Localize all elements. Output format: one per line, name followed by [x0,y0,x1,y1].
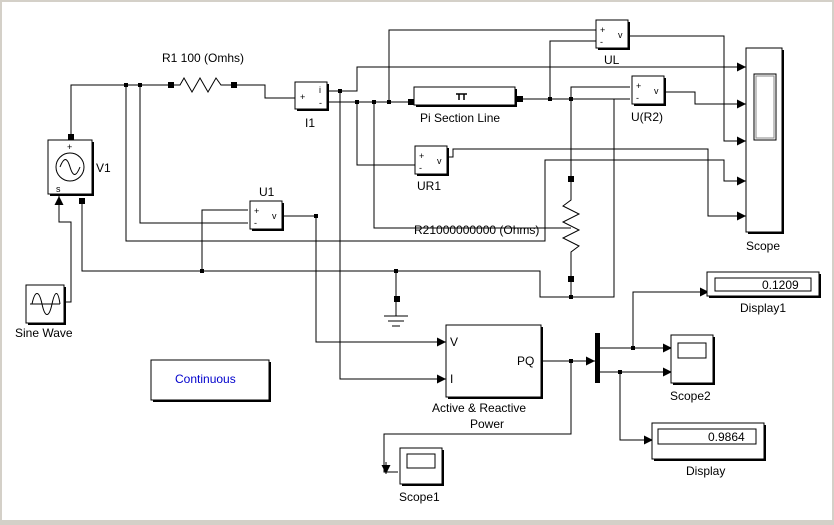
ur1-v-pin: v [437,156,442,166]
v1-s-pin: s [56,184,61,194]
r2-label: R21000000000 (Ohms) [414,223,539,237]
ul-label: UL [604,53,620,67]
scope-label: Scope [746,239,780,253]
wires [58,29,740,473]
u1-v-pin: v [272,211,277,221]
wire-node-r2top [373,102,571,229]
wire-i1-scope1 [340,66,740,92]
v1-ac-source[interactable]: + s V1 [47,139,111,196]
ur2-minus-pin: - [636,93,639,103]
ul-minus-pin: - [600,37,603,47]
wire-r1-i1 [232,84,295,99]
wire-i1-i-pq [328,90,440,380]
ul-plus-pin: + [600,25,605,35]
pq-v-port: V [450,335,458,349]
ur2-plus-pin: + [636,81,641,91]
u1-label: U1 [259,185,275,199]
r1-label: R1 100 (Omhs) [162,51,244,65]
wire-mux-display1 [632,291,706,348]
v1-label: V1 [96,161,111,175]
wire-ur1-scope [448,148,740,217]
ur1-plus-pin: + [419,151,424,161]
wire-node-ur1-minus [356,102,415,166]
display-block[interactable]: 0.9864 Display [651,422,766,478]
display-value: 0.9864 [708,430,745,444]
r1-resistor[interactable]: R1 100 (Omhs) [162,51,244,94]
scope2-block[interactable]: Scope2 [670,334,715,403]
arrowheads [54,62,746,474]
scope-main[interactable]: Scope [745,47,784,253]
wire-u1-pq [283,215,440,343]
scope1-block[interactable]: Scope1 [399,447,444,504]
display1-label: Display1 [740,301,786,315]
wire-sine-v1 [58,197,72,303]
wire-node-scope4 [125,85,740,242]
i1-label: I1 [305,116,315,130]
pq-block[interactable]: V I PQ Active & Reactive Power [432,324,543,431]
ul-v-pin: v [618,30,623,40]
continuous-powergui[interactable]: Continuous [150,359,271,402]
wire-node-u1-minus [139,85,248,224]
continuous-label: Continuous [175,372,236,386]
sine-wave-block[interactable]: Sine Wave [15,284,73,340]
display-label: Display [686,464,725,478]
ur2-label: U(R2) [631,110,663,124]
i1-minus-pin: - [319,98,322,108]
wire-node-ur2-plus [570,86,630,99]
u1-plus-pin: + [254,206,259,216]
scope1-label: Scope1 [399,490,440,504]
pq-label-line2: Power [470,417,504,431]
display1-value: 0.1209 [762,278,799,292]
u1-minus-pin: - [254,218,257,228]
ur1-label: UR1 [417,179,441,193]
ul-voltage-meter[interactable]: + - v UL [595,19,630,67]
ur2-v-pin: v [654,86,659,96]
i1-current-meter[interactable]: + i - I1 [294,81,329,130]
display1-block[interactable]: 0.1209 Display1 [706,271,821,315]
pi-section-line[interactable]: Pi Section Line [413,86,517,125]
pi-section-label: Pi Section Line [420,111,500,125]
i1-plus-pin: + [300,92,305,102]
v1-plus-pin: + [67,142,72,152]
pq-out-port: PQ [517,354,534,368]
ur1-minus-pin: - [419,163,422,173]
wire-node-ul-minus [549,40,596,99]
ground-icon [384,302,408,327]
wire-r2-ur2-minus [571,99,615,298]
ur1-voltage-meter[interactable]: + - v UR1 [414,145,449,193]
wire-r2-bottom [202,262,572,298]
pq-label-line1: Active & Reactive [432,401,526,415]
sine-wave-label: Sine Wave [15,326,73,340]
u1-voltage-meter[interactable]: + - v U1 [249,185,284,231]
junctions [68,82,635,374]
r2-resistor[interactable]: R21000000000 (Ohms) [414,182,581,276]
wire-node-ul-plus [388,29,596,102]
wire-ur2-scope [666,91,740,105]
demux-bar[interactable] [595,333,600,383]
i1-i-pin: i [319,85,321,95]
ur2-voltage-meter[interactable]: + - v U(R2) [631,75,666,124]
scope2-label: Scope2 [670,389,711,403]
pq-i-port: I [450,372,453,386]
